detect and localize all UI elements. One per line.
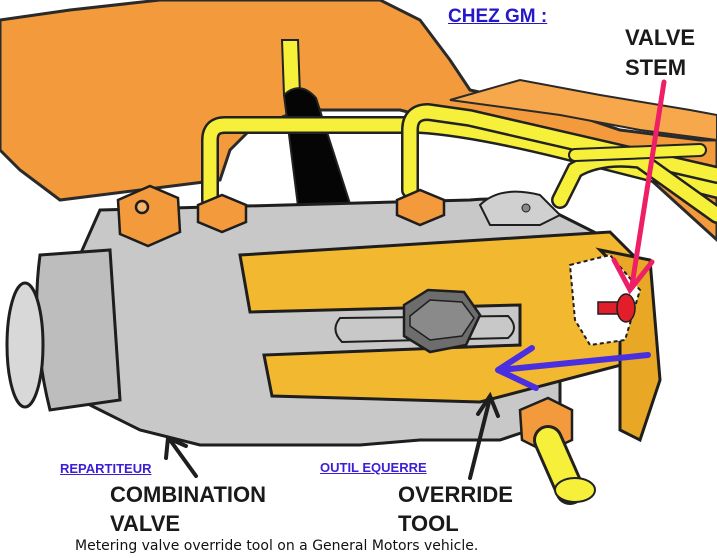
valve-body-hole xyxy=(521,203,531,213)
fitting-mid-right xyxy=(395,188,446,227)
figure-caption: Metering valve override tool on a Genera… xyxy=(75,538,479,554)
valve-stem-label-line2: STEM xyxy=(625,55,687,80)
override-tool-label-line1: OVERRIDE xyxy=(398,482,513,507)
combination-valve-label-line2: VALVE xyxy=(110,511,181,536)
valve-end-cap xyxy=(35,248,122,412)
mounting-bracket xyxy=(0,0,717,243)
outil-equerre-label: OUTIL EQUERRE xyxy=(320,460,427,475)
valve-stem-pointer xyxy=(611,79,667,295)
brake-lines xyxy=(201,102,717,224)
valve-boss xyxy=(478,190,562,226)
bracket-lower-tab xyxy=(449,78,717,142)
override-tool-label-line2: TOOL xyxy=(398,511,459,536)
label-leader-lines xyxy=(164,391,500,480)
lower-line-end xyxy=(554,477,596,503)
fitting-mid-left xyxy=(196,193,248,234)
valve-stem-label-line1: VALVE xyxy=(625,25,696,50)
fitting-left xyxy=(116,184,182,248)
combination-valve-label-line1: COMBINATION xyxy=(110,482,267,507)
valve-stem-cap xyxy=(616,293,636,323)
repartiteur-label: REPARTITEUR xyxy=(60,461,152,476)
region-label: CHEZ GM : xyxy=(448,6,548,27)
valve-end-face xyxy=(5,281,45,409)
pushrod xyxy=(280,39,302,96)
tool-motion-arrow xyxy=(495,345,651,391)
